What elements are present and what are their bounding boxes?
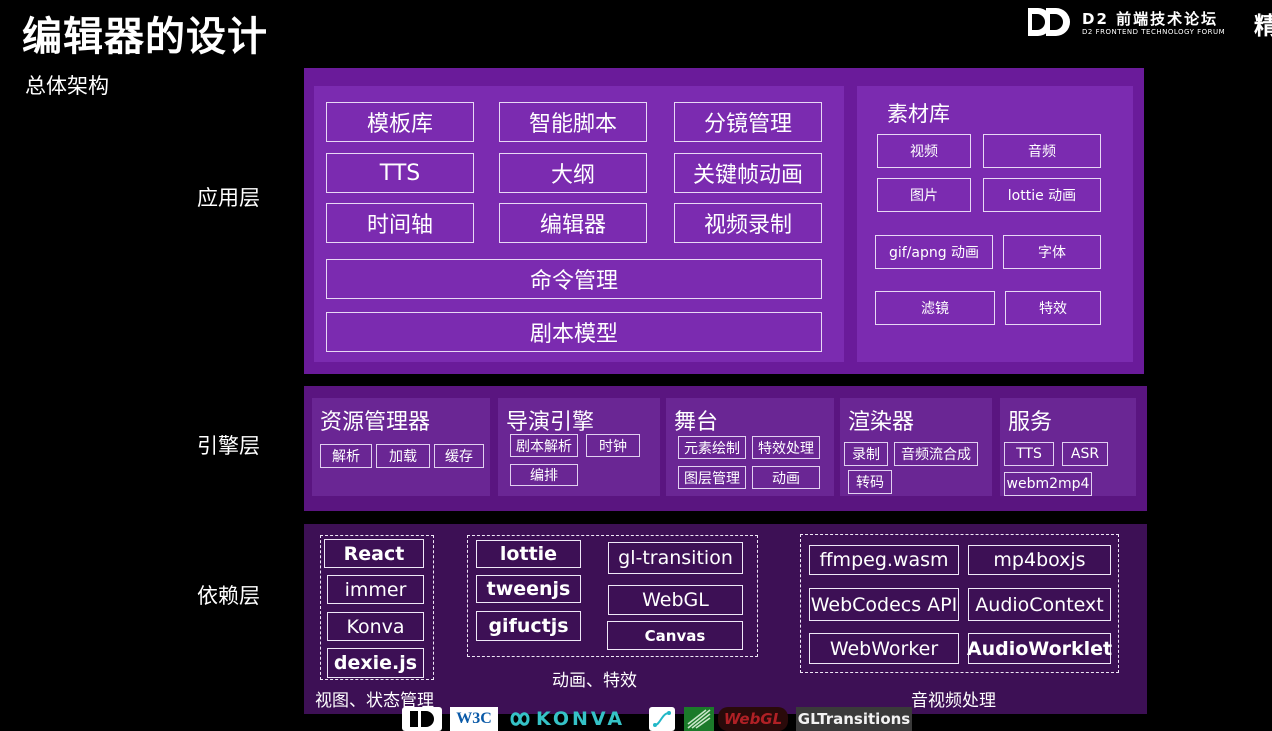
brand-en: D2 FRONTEND TECHNOLOGY FORUM <box>1082 28 1226 36</box>
deps-anim-caption: 动画、特效 <box>552 671 637 691</box>
dep-audiocontext: AudioContext <box>968 588 1111 621</box>
edge-char: 精 <box>1254 12 1272 40</box>
material-effect: 特效 <box>1005 291 1101 325</box>
engine-resource-load: 加载 <box>376 444 430 468</box>
module-smart-script: 智能脚本 <box>499 102 647 142</box>
material-library-title: 素材库 <box>887 102 950 126</box>
material-font: 字体 <box>1003 235 1101 269</box>
material-lottie: lottie 动画 <box>983 178 1101 212</box>
engine-layer-panel: 资源管理器 解析 加载 缓存 导演引擎 剧本解析 时钟 编排 舞台 元素绘制 特… <box>304 386 1147 511</box>
slide-title: 编辑器的设计 <box>22 14 268 60</box>
module-template-library: 模板库 <box>326 102 474 142</box>
engine-resource-parse: 解析 <box>320 444 372 468</box>
module-tts: TTS <box>326 153 474 193</box>
engine-stage-title: 舞台 <box>674 410 719 435</box>
layer-label-deps: 依赖层 <box>197 584 260 608</box>
module-keyframe-animation: 关键帧动画 <box>674 153 822 193</box>
dep-mp4boxjs: mp4boxjs <box>968 545 1111 575</box>
tech-logos-strip: W3C KONVA WebGL GLTransitions <box>402 705 922 731</box>
module-outline: 大纲 <box>499 153 647 193</box>
engine-service-tts: TTS <box>1004 442 1054 466</box>
konva-logo-text: KONVA <box>536 708 626 730</box>
engine-director-clock: 时钟 <box>586 434 640 457</box>
dep-audioworklet: AudioWorklet <box>967 633 1112 664</box>
dep-gifuctjs: gifuctjs <box>476 611 581 641</box>
engine-renderer-record: 录制 <box>844 442 888 466</box>
module-script-model: 剧本模型 <box>326 312 822 352</box>
deps-av-group <box>800 534 1119 673</box>
engine-stage-element-draw: 元素绘制 <box>678 436 746 459</box>
w3c-logo-icon: W3C <box>450 707 498 731</box>
module-storyboard-management: 分镜管理 <box>674 102 822 142</box>
engine-service-asr: ASR <box>1062 442 1108 466</box>
material-gif-apng: gif/apng 动画 <box>875 235 993 269</box>
material-library-area: 素材库 视频 音频 图片 lottie 动画 gif/apng 动画 字体 滤镜… <box>857 86 1133 362</box>
deps-anim-group <box>467 535 758 657</box>
dep-canvas: Canvas <box>607 621 743 650</box>
engine-director-title: 导演引擎 <box>506 410 595 435</box>
material-image: 图片 <box>877 178 971 212</box>
dep-webcodecs: WebCodecs API <box>809 588 959 621</box>
dep-lottie: lottie <box>476 540 581 568</box>
engine-stage-layer-manage: 图层管理 <box>678 466 746 489</box>
dep-tweenjs: tweenjs <box>476 575 581 603</box>
engine-stage: 舞台 元素绘制 特效处理 图层管理 动画 <box>666 398 834 496</box>
deps-view-caption: 视图、状态管理 <box>315 691 434 711</box>
material-audio: 音频 <box>983 134 1101 168</box>
dep-konva: Konva <box>327 612 424 641</box>
engine-director-script-parse: 剧本解析 <box>510 434 578 457</box>
dep-ffmpeg-wasm: ffmpeg.wasm <box>809 545 959 575</box>
dexie-logo-icon <box>402 707 442 731</box>
gif-logo-icon <box>684 707 714 731</box>
engine-renderer-title: 渲染器 <box>848 410 915 435</box>
gltransitions-logo: GLTransitions <box>796 707 912 731</box>
konva-infinity-icon <box>510 712 530 726</box>
engine-resource-manager: 资源管理器 解析 加载 缓存 <box>312 398 490 496</box>
layer-label-engine: 引擎层 <box>197 434 260 458</box>
engine-renderer-audio-mix: 音频流合成 <box>894 442 978 466</box>
engine-renderer: 渲染器 录制 音频流合成 转码 <box>840 398 992 496</box>
dep-dexie: dexie.js <box>327 648 424 678</box>
engine-service: 服务 TTS ASR webm2mp4 <box>1000 398 1136 496</box>
engine-service-title: 服务 <box>1008 410 1053 435</box>
brand-name: D2 前端技术论坛 <box>1082 10 1219 28</box>
tween-logo-icon <box>649 707 675 731</box>
app-layer-panel: 模板库 智能脚本 分镜管理 TTS 大纲 关键帧动画 时间轴 编辑器 视频录制 … <box>304 68 1144 374</box>
engine-director: 导演引擎 剧本解析 时钟 编排 <box>498 398 660 496</box>
layer-label-app: 应用层 <box>197 186 260 210</box>
deps-av-caption: 音视频处理 <box>911 691 996 711</box>
engine-resource-title: 资源管理器 <box>320 410 431 435</box>
engine-stage-effect-process: 特效处理 <box>752 436 820 459</box>
slide-subtitle: 总体架构 <box>25 74 109 98</box>
dep-immer: immer <box>327 575 424 604</box>
webgl-logo: WebGL <box>718 707 788 731</box>
dep-gl-transition: gl-transition <box>608 542 743 574</box>
module-editor: 编辑器 <box>499 203 647 243</box>
dep-webworker: WebWorker <box>809 633 959 664</box>
module-timeline: 时间轴 <box>326 203 474 243</box>
material-video: 视频 <box>877 134 971 168</box>
module-video-recording: 视频录制 <box>674 203 822 243</box>
dep-webgl: WebGL <box>608 585 743 615</box>
engine-resource-cache: 缓存 <box>434 444 484 468</box>
engine-stage-animation: 动画 <box>752 466 820 489</box>
engine-service-webm2mp4: webm2mp4 <box>1004 472 1092 496</box>
brand-logo-block: D2 前端技术论坛 D2 FRONTEND TECHNOLOGY FORUM <box>1026 6 1266 40</box>
engine-renderer-transcode: 转码 <box>848 470 892 494</box>
app-modules-area: 模板库 智能脚本 分镜管理 TTS 大纲 关键帧动画 时间轴 编辑器 视频录制 … <box>314 86 844 362</box>
material-filter: 滤镜 <box>875 291 995 325</box>
dep-react: React <box>324 539 424 568</box>
d2-logo-icon <box>1028 8 1070 36</box>
deps-layer-panel: React immer Konva dexie.js 视图、状态管理 lotti… <box>304 524 1147 714</box>
deps-view-group <box>320 535 434 680</box>
module-command-management: 命令管理 <box>326 259 822 299</box>
engine-director-arrange: 编排 <box>510 464 578 486</box>
konva-logo: KONVA <box>504 707 644 731</box>
